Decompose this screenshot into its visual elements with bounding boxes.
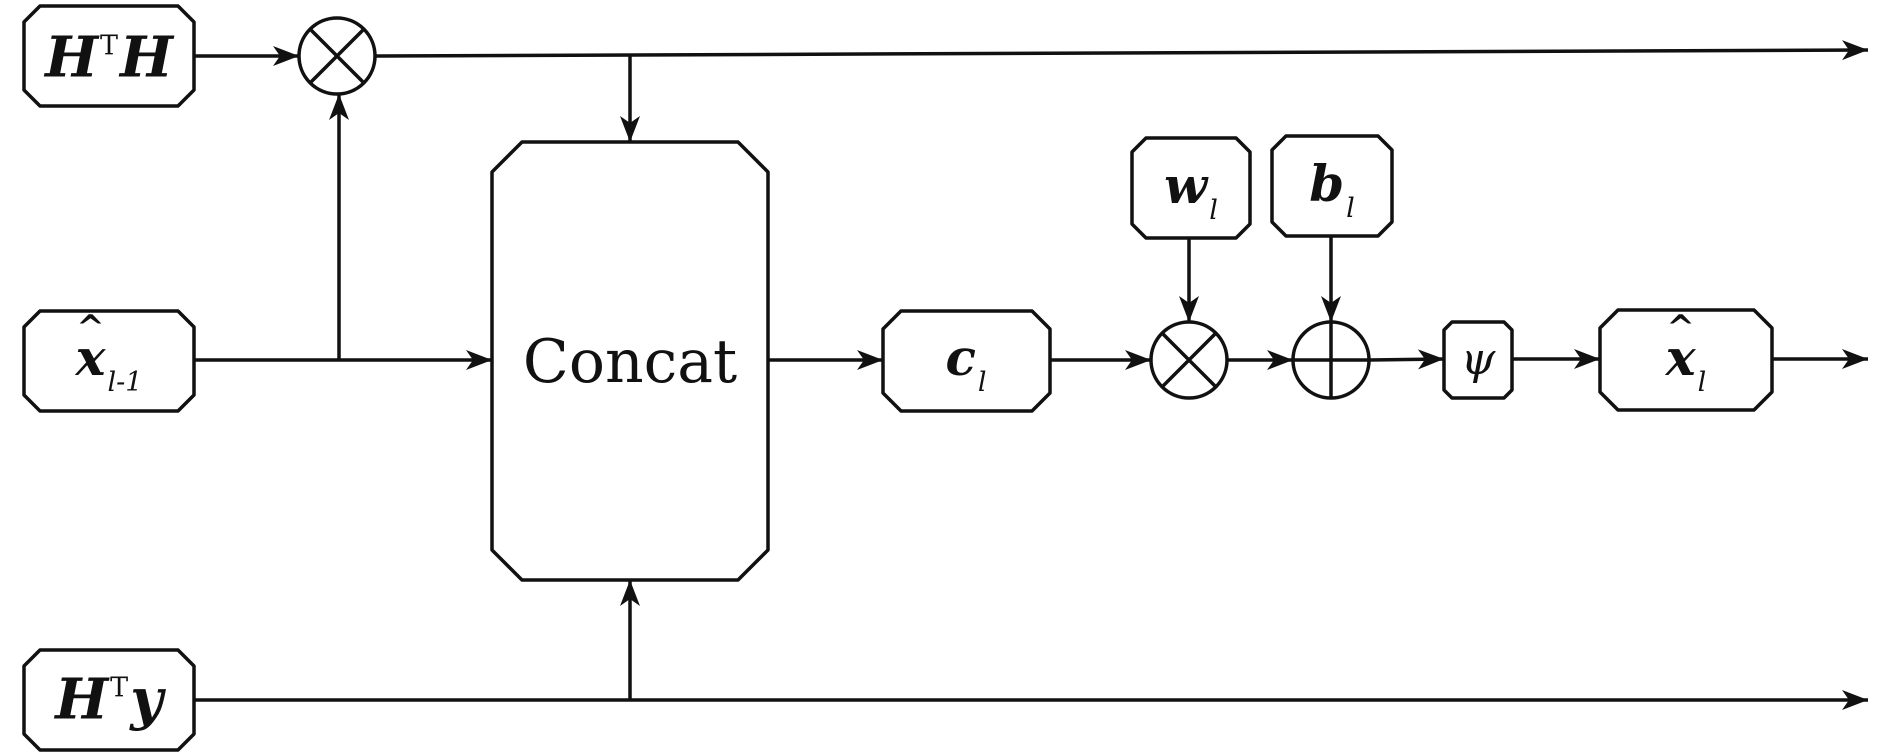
edge-multiply-to-right: [374, 40, 1869, 61]
multiply-operator-2: [1149, 320, 1229, 400]
psi-box: [1442, 320, 1514, 400]
x-out-box: [1598, 308, 1774, 412]
b-box: [1270, 134, 1394, 238]
multiply-operator-1: [297, 16, 377, 96]
add-operator: [1291, 320, 1371, 400]
w-box: [1130, 136, 1252, 240]
x-prev-box: [22, 309, 196, 413]
concat-box: [490, 140, 770, 582]
c-box: [881, 309, 1052, 413]
hty-box: [22, 648, 196, 752]
edge-add-to-psi: [1368, 349, 1445, 370]
hth-box: [22, 4, 196, 108]
